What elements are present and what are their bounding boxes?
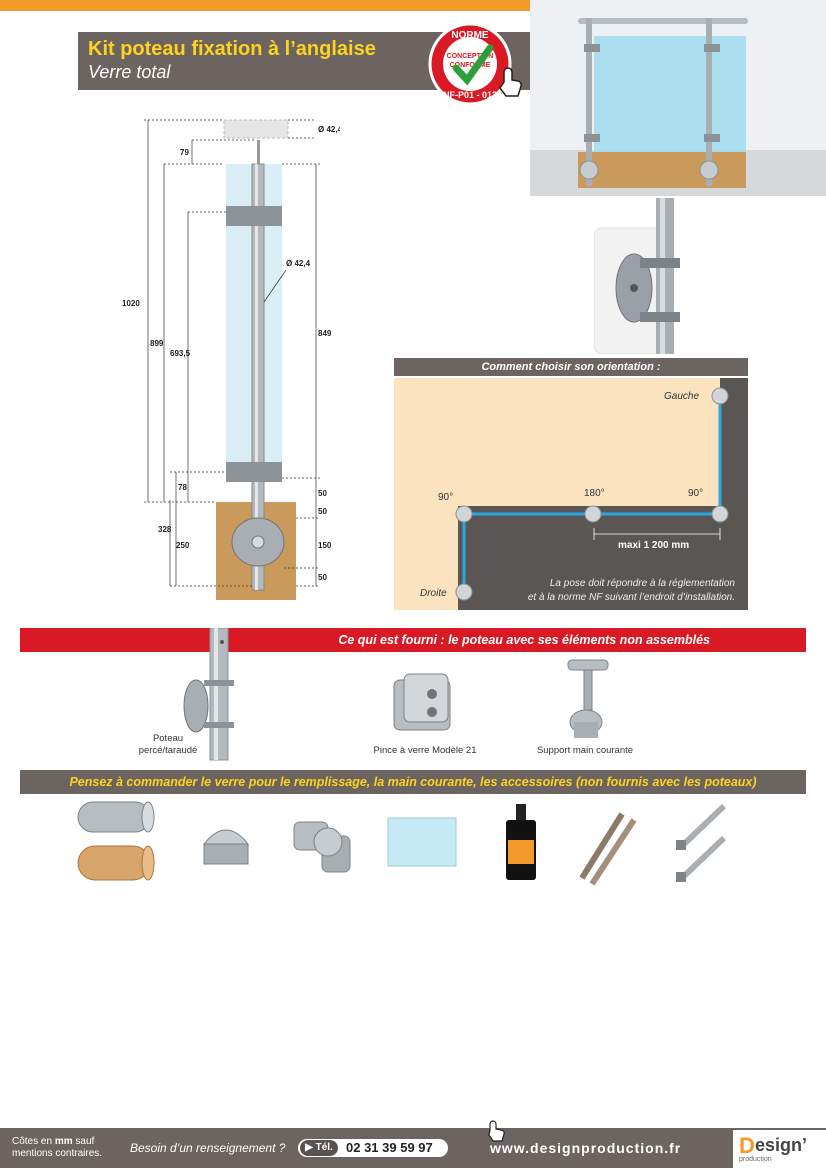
phone-label: ▶ Tél. [300, 1140, 338, 1156]
post-corner-right [711, 505, 729, 523]
dim-328: 328 [158, 525, 172, 534]
website-link[interactable]: www.designproduction.fr [490, 1140, 682, 1156]
page-subtitle: Verre total [88, 62, 171, 82]
badge-star: * [500, 87, 505, 101]
handrail-support-image [567, 659, 609, 738]
dim-50-a: 50 [318, 489, 327, 498]
logo-subtext: production [739, 1156, 772, 1163]
glass-clamp-bottom [226, 462, 282, 482]
dim-diameter-top: Ø 42,4 [318, 125, 340, 134]
maxi-distance: maxi 1 200 mm [618, 540, 689, 551]
handrail-tubes-image [77, 801, 155, 881]
design-production-logo: D esign’ production [733, 1130, 826, 1168]
norme-badge: NORME CONCEPTION CONFORME NF-P01 - 012 * [428, 22, 522, 106]
angle-90-right: 90° [688, 488, 703, 499]
post-technical-drawing: Ø 42,4 79 1020 899 693,5 Ø 42,4 849 78 5… [122, 119, 340, 600]
dim-899: 899 [150, 339, 164, 348]
regulation-note-2: et à la norme NF suivant l’endroit d’ins… [528, 592, 735, 603]
dim-693-5: 693,5 [170, 349, 191, 358]
pointing-hand-icon [499, 67, 522, 97]
check-icon [452, 44, 494, 86]
dim-78: 78 [178, 483, 187, 492]
dim-79: 79 [180, 148, 189, 157]
end-cap-image [202, 829, 250, 865]
dim-diameter-post: Ø 42,4 [286, 259, 311, 268]
threadlocker-image [506, 804, 536, 880]
floor-area [394, 378, 720, 610]
anchor-bolts-image [676, 803, 727, 882]
post-corner-left [455, 505, 473, 523]
post-gauche [711, 387, 729, 405]
caption-clamp: Pince à verre Modèle 21 [373, 745, 477, 756]
units-note-part-2: sauf [72, 1136, 95, 1147]
dim-50-c: 50 [318, 573, 327, 582]
caption-support: Support main courante [536, 745, 634, 756]
orientation-heading: Comment choisir son orientation : [394, 358, 748, 376]
supplied-heading: Ce qui est fourni : le poteau avec ses é… [20, 628, 806, 652]
regulation-note-1: La pose doit répondre à la réglementatio… [550, 578, 736, 589]
info-question: Besoin d’un renseignement ? [130, 1141, 286, 1155]
drill-bits-image [579, 812, 637, 886]
dim-150: 150 [318, 541, 332, 550]
orientation-diagram: Gauche Droite 90° 180° 90° maxi 1 200 mm… [394, 378, 748, 610]
angle-90-left: 90° [438, 492, 453, 503]
dim-849: 849 [318, 329, 332, 338]
post-middle [584, 505, 602, 523]
units-note-part-1: Côtes en [12, 1136, 55, 1147]
caption-post-2: percé/taraudé [138, 745, 198, 756]
units-note-part-3: mentions contraires. [12, 1148, 103, 1159]
fixing-detail-photo [594, 198, 680, 354]
units-note-unit: mm [54, 1136, 73, 1147]
dim-1020: 1020 [122, 299, 140, 308]
phone-number[interactable]: 02 31 39 59 97 [346, 1140, 433, 1155]
page-title: Kit poteau fixation à l’anglaise [88, 38, 376, 60]
label-gauche: Gauche [664, 391, 699, 402]
elbow-connector-image [293, 821, 351, 873]
dim-250: 250 [176, 541, 190, 550]
badge-bottom-text: NF-P01 - 012 [443, 90, 497, 100]
badge-middle-text-2: CONFORME [450, 62, 491, 69]
handrail-section [223, 119, 289, 139]
railing-photo [530, 0, 826, 196]
angle-180: 180° [584, 488, 605, 499]
glass-clamp-image [393, 673, 451, 731]
dim-50-b: 50 [318, 507, 327, 516]
badge-middle-text-1: CONCEPTION [447, 53, 494, 60]
post-drilled-image [183, 628, 234, 761]
caption-post-1: Poteau [152, 733, 184, 744]
units-note: Côtes en mm sauf mentions contraires. [12, 1136, 102, 1160]
phone-label-text: Tél. [315, 1142, 333, 1153]
glass-sheet-image [387, 817, 457, 867]
post-droite [455, 583, 473, 601]
top-orange-bar [0, 0, 826, 11]
badge-top-text: NORME [451, 30, 489, 41]
logo-text: esign’ [755, 1135, 808, 1155]
pointing-hand-icon [488, 1120, 505, 1142]
order-reminder-heading: Pensez à commander le verre pour le remp… [20, 770, 806, 794]
glass-clamp-top [226, 206, 282, 226]
label-droite: Droite [420, 588, 447, 599]
